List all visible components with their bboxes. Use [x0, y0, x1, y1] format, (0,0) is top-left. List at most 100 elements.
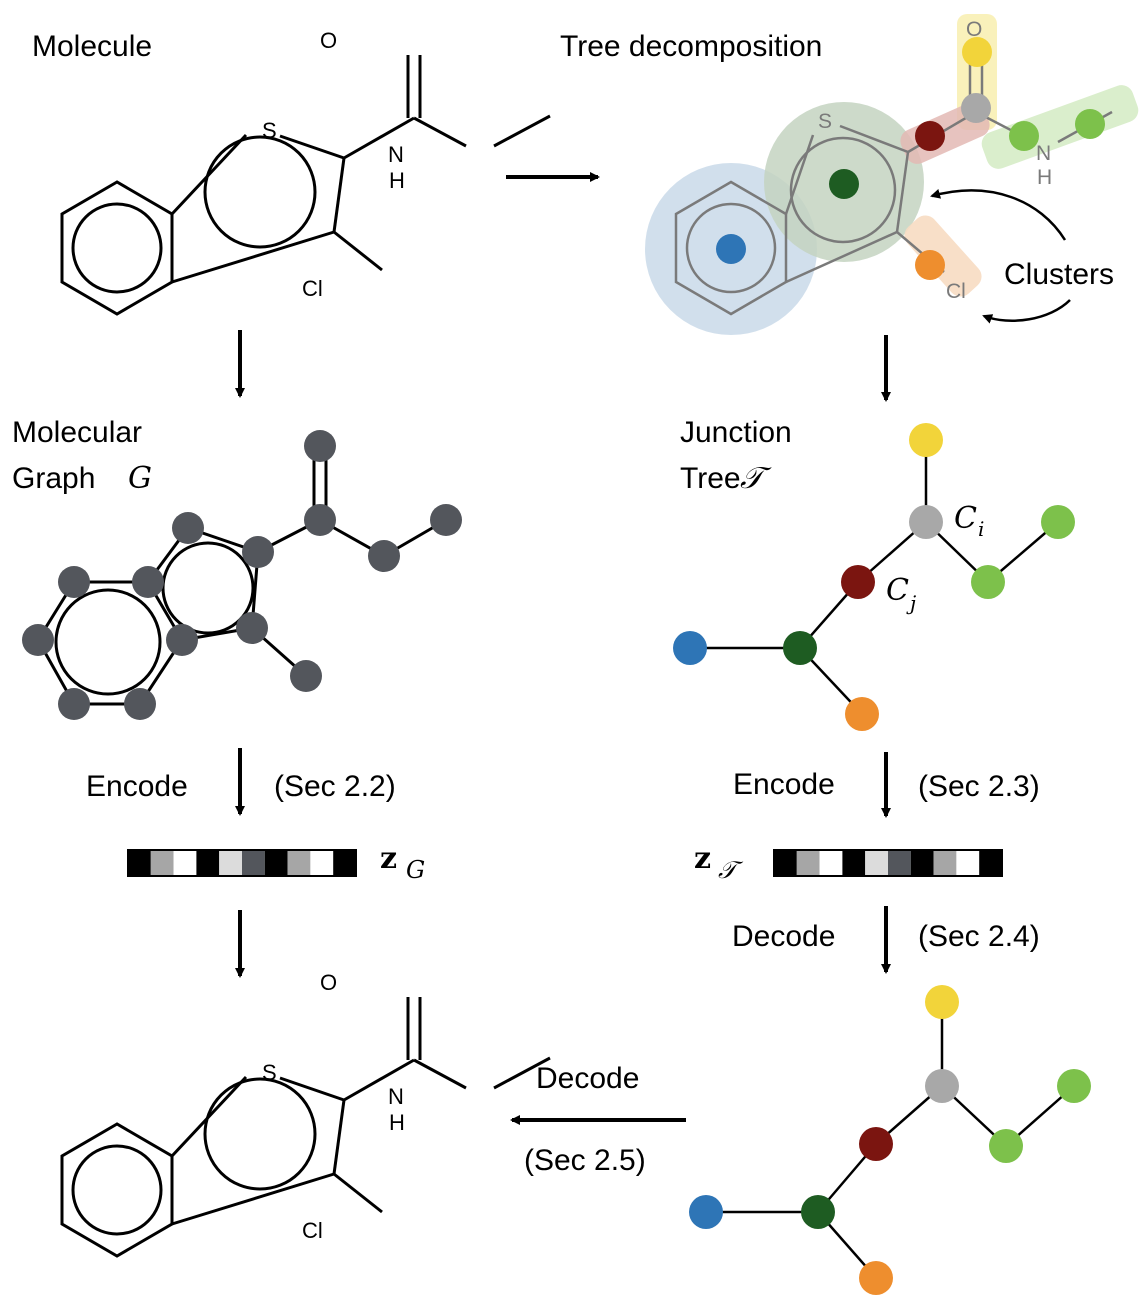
- encode-left-section: (Sec 2.2): [274, 770, 396, 803]
- clusters-label: Clusters: [1004, 258, 1114, 291]
- decoded-node-orange: [859, 1261, 893, 1295]
- latent-vector-border: [127, 849, 357, 877]
- nitrogen-atom-label: N: [388, 142, 404, 167]
- latent-cell: [774, 850, 797, 876]
- latent-cell: [933, 850, 957, 876]
- molecular-graph-label-line1: Molecular: [12, 416, 142, 449]
- decode-bottom-section: (Sec 2.5): [524, 1144, 646, 1177]
- graph-atom-node: [290, 660, 322, 692]
- latent-cell: [956, 850, 980, 876]
- cluster-node-gray: [961, 93, 991, 123]
- cluster-node-orange: [915, 250, 945, 280]
- graph-atom-node: [58, 566, 90, 598]
- output-nitrogen-label: N: [388, 1084, 404, 1109]
- molecule-title: Molecule: [32, 30, 152, 63]
- latent-cell: [888, 850, 911, 876]
- latent-cell: [796, 850, 820, 876]
- latent-cell: [173, 850, 197, 876]
- input-molecule: S O N H Cl: [60, 28, 552, 316]
- graph-atom-node: [236, 612, 268, 644]
- graph-atom-node: [166, 624, 198, 656]
- latent-cell: [242, 850, 265, 876]
- cluster-node-lightgreen-1: [1009, 121, 1039, 151]
- cluster-node-yellow: [962, 37, 992, 67]
- hydrogen-atom-label: H: [389, 168, 405, 193]
- latent-vector-tree: [773, 849, 1003, 877]
- graph-atom-node: [22, 624, 54, 656]
- graph-atom-node: [242, 536, 274, 568]
- latent-cell: [979, 850, 1002, 876]
- latent-cell: [128, 850, 151, 876]
- molecular-graph-label-line2: Graph: [12, 462, 95, 495]
- latent-cell: [819, 850, 843, 876]
- molecular-graph: [22, 430, 462, 720]
- decoded-node-lightgreen-1: [989, 1129, 1023, 1163]
- latent-cell: [910, 850, 934, 876]
- decoded-node-lightgreen-2: [1057, 1069, 1091, 1103]
- tree-decomposition-figure: S O N H Cl Clusters: [645, 14, 1139, 335]
- junction-tree-label-line2: Tree: [680, 462, 741, 495]
- tree-node-lightgreen-2: [1041, 505, 1075, 539]
- output-sulfur-label: S: [262, 1060, 277, 1085]
- decode-right-section: (Sec 2.4): [918, 920, 1040, 953]
- output-molecule: S O N H Cl: [60, 970, 552, 1258]
- latent-cell: [287, 850, 311, 876]
- zg-subscript: G: [406, 856, 425, 884]
- graph-atom-node: [58, 688, 90, 720]
- ci-label: C: [954, 501, 977, 536]
- latent-cell: [264, 850, 288, 876]
- graph-atom-node: [132, 566, 164, 598]
- cluster-node-darkgreen: [829, 169, 859, 199]
- latent-cell: [196, 850, 220, 876]
- graph-atom-node: [124, 688, 156, 720]
- graph-atom-node: [304, 430, 336, 462]
- tree-symbol: 𝒯: [740, 461, 772, 496]
- decoded-node-darkgreen: [801, 1195, 835, 1229]
- encode-right-label: Encode: [733, 768, 835, 801]
- decoded-junction-tree: [689, 985, 1091, 1295]
- tree-node-blue: [673, 631, 707, 665]
- output-oxygen-label: O: [320, 970, 337, 995]
- latent-cell: [150, 850, 174, 876]
- decoded-node-yellow: [925, 985, 959, 1019]
- tree-node-darkgreen: [783, 631, 817, 665]
- clusters-arrow-upper: [930, 189, 1067, 241]
- graph-atom-node: [304, 504, 336, 536]
- latent-vector-border: [773, 849, 1003, 877]
- decode-bottom-label: Decode: [536, 1062, 639, 1095]
- graph-atom-node: [172, 512, 204, 544]
- sulfur-atom-label: S: [262, 118, 277, 143]
- oxygen-atom-label: O: [320, 28, 337, 53]
- chlorine-atom-label: Cl: [302, 276, 323, 301]
- latent-cell: [333, 850, 356, 876]
- zt-subscript: 𝒯: [718, 856, 744, 884]
- tree-node-lightgreen-1: [971, 565, 1005, 599]
- tree-decomposition-title: Tree decomposition: [560, 30, 822, 63]
- faded-sulfur-label: S: [818, 110, 832, 133]
- tree-node-ci: [909, 505, 943, 539]
- latent-vector-graph: [127, 849, 357, 877]
- ci-subscript: i: [978, 517, 984, 541]
- faded-chlorine-label: Cl: [946, 280, 966, 303]
- output-hydrogen-label: H: [389, 1110, 405, 1135]
- cj-subscript: j: [906, 591, 916, 615]
- decoded-node-blue: [689, 1195, 723, 1229]
- clusters-arrow-lower: [982, 299, 1071, 324]
- latent-cell: [842, 850, 866, 876]
- cluster-node-blue: [716, 234, 746, 264]
- junction-tree: C i C j: [673, 423, 1075, 731]
- decoded-node-darkred: [859, 1127, 893, 1161]
- tree-node-yellow: [909, 423, 943, 457]
- graph-atom-node: [430, 504, 462, 536]
- tree-node-cj: [841, 565, 875, 599]
- output-chlorine-label: Cl: [302, 1218, 323, 1243]
- faded-hydrogen-label: H: [1037, 166, 1052, 189]
- zt-label: z: [694, 841, 711, 876]
- faded-nitrogen-label: N: [1036, 142, 1051, 165]
- zg-label: z: [380, 841, 397, 876]
- faded-oxygen-label: O: [966, 18, 982, 41]
- graph-atom-node: [368, 540, 400, 572]
- junction-tree-label-line1: Junction: [680, 416, 792, 449]
- encode-left-label: Encode: [86, 770, 188, 803]
